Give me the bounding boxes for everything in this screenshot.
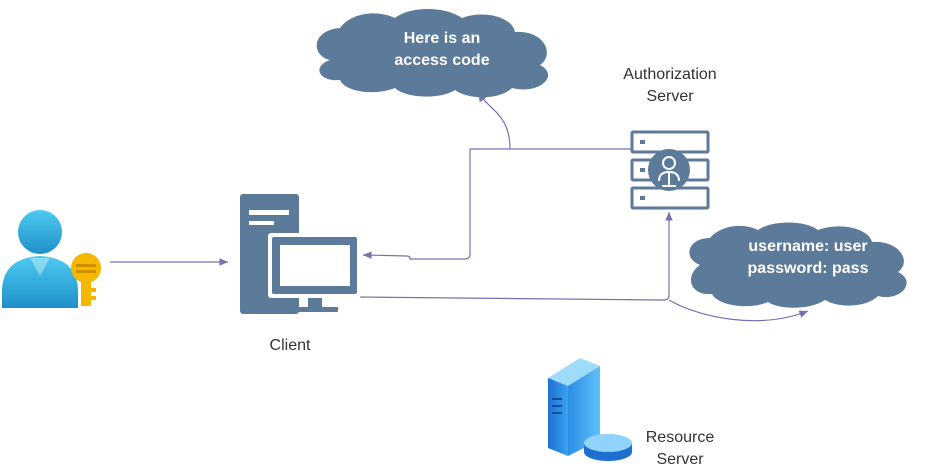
server-database-icon xyxy=(548,358,632,461)
auth-server-label-line-2: Server xyxy=(646,88,694,105)
auth-server-label-line-1: Authorization xyxy=(623,66,717,83)
connectors xyxy=(110,92,809,322)
credentials-cloud xyxy=(689,222,907,308)
access-code-line-2: access code xyxy=(394,52,490,69)
desktop-computer-icon xyxy=(240,194,361,314)
user-with-key-icon xyxy=(2,210,101,308)
resource-server-label-line-1: Resource xyxy=(645,429,715,446)
resource-server-label-line-2: Server xyxy=(656,451,704,468)
resource-server-label: Resource Server xyxy=(620,427,740,471)
access-code-line-1: Here is an xyxy=(403,30,481,47)
arrow-auth-to-client xyxy=(362,148,632,260)
access-code-cloud-text: Here is an access code xyxy=(352,28,532,72)
arrow-to-access-code-cloud xyxy=(477,92,511,150)
arrow-client-to-auth xyxy=(357,212,673,301)
credentials-cloud-text: username: user password: pass xyxy=(718,236,898,280)
key-icon xyxy=(71,253,101,306)
credentials-line-2: password: pass xyxy=(747,260,869,277)
credentials-line-1: username: user xyxy=(748,238,868,255)
client-label: Client xyxy=(269,337,311,354)
arrow-to-credentials-cloud xyxy=(668,299,809,322)
auth-server-label: Authorization Server xyxy=(600,64,740,108)
server-rack-user-icon xyxy=(630,130,710,210)
access-code-cloud xyxy=(316,9,549,98)
